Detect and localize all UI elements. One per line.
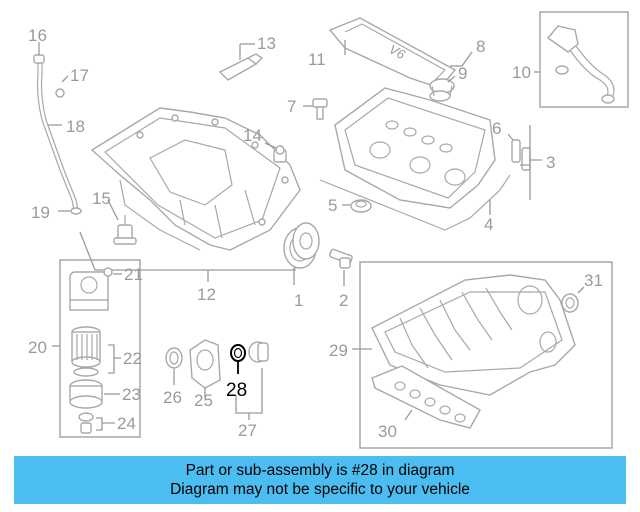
valve-cover	[319, 87, 511, 231]
oil-filler-cap	[429, 78, 455, 102]
callout-25: 25	[194, 391, 213, 410]
callout-6: 6	[492, 119, 501, 138]
engine-cover-marking: V6	[387, 41, 409, 62]
callout-10: 10	[512, 63, 531, 82]
pcv-hose	[546, 25, 615, 104]
oil-pan-fitting	[273, 145, 287, 163]
callout-13: 13	[257, 34, 276, 53]
callout-22: 22	[123, 349, 142, 368]
callout-9: 9	[458, 64, 467, 83]
callout-2: 2	[339, 291, 348, 310]
oil-pan	[90, 107, 301, 251]
callout-26: 26	[163, 388, 182, 407]
callout-3: 3	[546, 153, 555, 172]
callout-11: 11	[308, 50, 326, 69]
sealant-tube	[218, 53, 264, 81]
callout-21: 21	[124, 265, 143, 284]
callout-23: 23	[122, 385, 141, 404]
callout-16: 16	[28, 26, 47, 45]
callout-31: 31	[584, 271, 603, 290]
plug-27	[248, 341, 269, 363]
callout-5: 5	[328, 196, 337, 215]
callout-30: 30	[378, 422, 397, 441]
banner-line-disclaimer: Diagram may not be specific to your vehi…	[170, 481, 470, 498]
callout-7: 7	[287, 97, 296, 116]
callout-29: 29	[329, 341, 348, 360]
oil-filter-housing	[69, 271, 109, 311]
callout-24: 24	[117, 414, 136, 433]
seal-26	[165, 347, 183, 369]
exploded-parts-diagram: V6	[28, 11, 629, 449]
pulley-bolt	[329, 248, 353, 269]
callout-27: 27	[238, 421, 257, 440]
oil-filter-element	[71, 326, 101, 377]
seal-31	[561, 293, 579, 313]
engine-cover: V6	[328, 17, 457, 89]
callout-8: 8	[476, 37, 485, 56]
callout-28: 28	[226, 380, 247, 401]
callout-4: 4	[484, 215, 493, 234]
grommet	[350, 199, 372, 213]
callout-19: 19	[31, 203, 50, 222]
o-ring-28	[230, 344, 246, 362]
callout-17: 17	[70, 66, 89, 85]
adapter-25	[189, 339, 221, 389]
callout-18: 18	[66, 117, 85, 136]
dipstick-assembly	[33, 54, 82, 215]
crank-pulley	[283, 222, 320, 269]
callout-12: 12	[197, 285, 216, 304]
callout-20: 20	[28, 338, 47, 357]
drain-plug	[113, 215, 137, 245]
callout-14: 14	[243, 126, 262, 145]
intake-gasket	[371, 365, 481, 429]
part-info-banner: Part or sub-assembly is #28 in diagram D…	[14, 456, 626, 504]
oil-filter-drain	[78, 412, 94, 434]
banner-line-part: Part or sub-assembly is #28 in diagram	[185, 462, 455, 479]
bolt-7	[312, 98, 328, 120]
callout-15: 15	[92, 189, 111, 208]
oil-filter-cap	[69, 379, 103, 409]
intake-manifold	[371, 274, 576, 396]
callout-1: 1	[294, 291, 303, 310]
